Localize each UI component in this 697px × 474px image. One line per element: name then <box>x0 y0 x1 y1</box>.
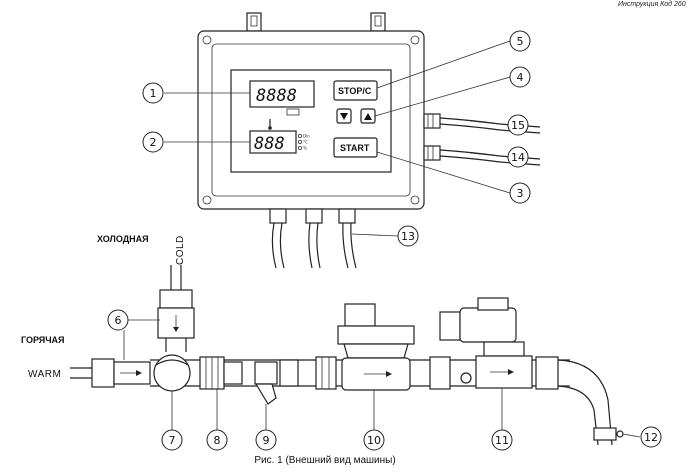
svg-text:6: 6 <box>115 314 122 327</box>
cable-gland <box>423 145 441 161</box>
label-warm-en: WARM <box>28 369 61 380</box>
stop-button-label: STOP/C <box>338 86 372 96</box>
screw-icon <box>410 195 420 205</box>
triangle-up-icon <box>364 113 372 120</box>
callout-14 <box>507 146 529 168</box>
triangle-down-icon <box>340 113 348 120</box>
outlet-hose <box>557 359 613 446</box>
svg-text:14: 14 <box>511 151 525 164</box>
display-1-digits: 8888 <box>256 86 297 106</box>
callout-7 <box>161 429 183 451</box>
cable-gland <box>305 208 323 224</box>
svg-text:7: 7 <box>169 434 176 447</box>
svg-text:2: 2 <box>150 136 157 149</box>
svg-text:12: 12 <box>644 431 658 444</box>
callout-4 <box>509 66 531 88</box>
solenoid-coil <box>459 307 517 343</box>
filter-9 <box>254 383 277 405</box>
callout-15 <box>507 114 529 136</box>
callout-6 <box>107 309 129 331</box>
label-cold-ru: ХОЛОДНАЯ <box>97 234 149 244</box>
callout-3 <box>509 182 531 204</box>
svg-text:10: 10 <box>367 434 381 447</box>
label-cold-en: COLD <box>175 235 186 265</box>
callout-10 <box>363 429 385 451</box>
arrow-right-icon <box>136 370 142 376</box>
led-label-3: % <box>303 146 307 151</box>
screw-icon <box>202 35 212 45</box>
cold-valve-top <box>159 289 193 309</box>
display-1-indicator <box>286 108 300 116</box>
svg-text:11: 11 <box>495 434 509 447</box>
callout-12 <box>640 426 662 448</box>
cable-gland <box>269 208 287 224</box>
nut-11 <box>429 356 451 390</box>
start-button[interactable] <box>333 137 378 158</box>
svg-text:5: 5 <box>517 35 524 48</box>
leader-lines <box>123 40 641 438</box>
svg-text:13: 13 <box>401 230 415 243</box>
callout-9 <box>255 429 277 451</box>
svg-text:15: 15 <box>511 119 525 132</box>
display-1 <box>249 80 315 108</box>
hose-clamp <box>593 427 617 441</box>
start-button-label: START <box>340 143 370 153</box>
nut-outlet <box>535 356 559 390</box>
warm-valve-nut <box>91 358 115 388</box>
display-2-digits: 888 <box>254 134 285 154</box>
svg-text:4: 4 <box>517 71 524 84</box>
cable-gland <box>423 113 441 129</box>
led-icon <box>297 145 302 150</box>
screw-icon <box>202 195 212 205</box>
led-icon <box>297 139 302 144</box>
callout-1 <box>142 82 164 104</box>
stop-button[interactable] <box>333 80 378 101</box>
header-text: Инструкция Код 260 <box>618 0 686 8</box>
arrow-right-icon <box>386 371 392 377</box>
coil-left <box>439 311 461 341</box>
svg-text:8: 8 <box>214 434 221 447</box>
callout-11 <box>491 429 513 451</box>
filter-body <box>254 361 278 385</box>
led-label-2: °C <box>303 140 308 145</box>
bottom-cables <box>269 208 357 269</box>
figure-caption: Рис. 1 (Внешний вид машины) <box>254 455 395 466</box>
nut-right <box>315 356 337 390</box>
water-assembly <box>70 265 624 446</box>
control-box: 8888 888 Din °C % STOP/C START <box>197 12 425 210</box>
led-label-1: Din <box>303 134 310 139</box>
led-icon <box>297 133 302 138</box>
cable-gland <box>338 208 356 224</box>
svg-text:9: 9 <box>263 434 270 447</box>
arrow-right-icon <box>508 369 514 375</box>
screw-icon <box>410 35 420 45</box>
svg-text:3: 3 <box>517 187 524 200</box>
regulator-cap <box>344 303 376 327</box>
label-hot-ru: ГОРЯЧАЯ <box>21 335 65 345</box>
callouts: 1 2 3 4 5 6 7 8 9 10 11 12 13 14 15 <box>107 30 662 451</box>
callout-8 <box>206 429 228 451</box>
arrow-down-icon <box>173 327 179 332</box>
callout-13 <box>397 225 419 247</box>
callout-2 <box>142 131 164 153</box>
svg-text:1: 1 <box>150 87 157 100</box>
regulator-top <box>337 325 415 345</box>
callout-5 <box>509 30 531 52</box>
